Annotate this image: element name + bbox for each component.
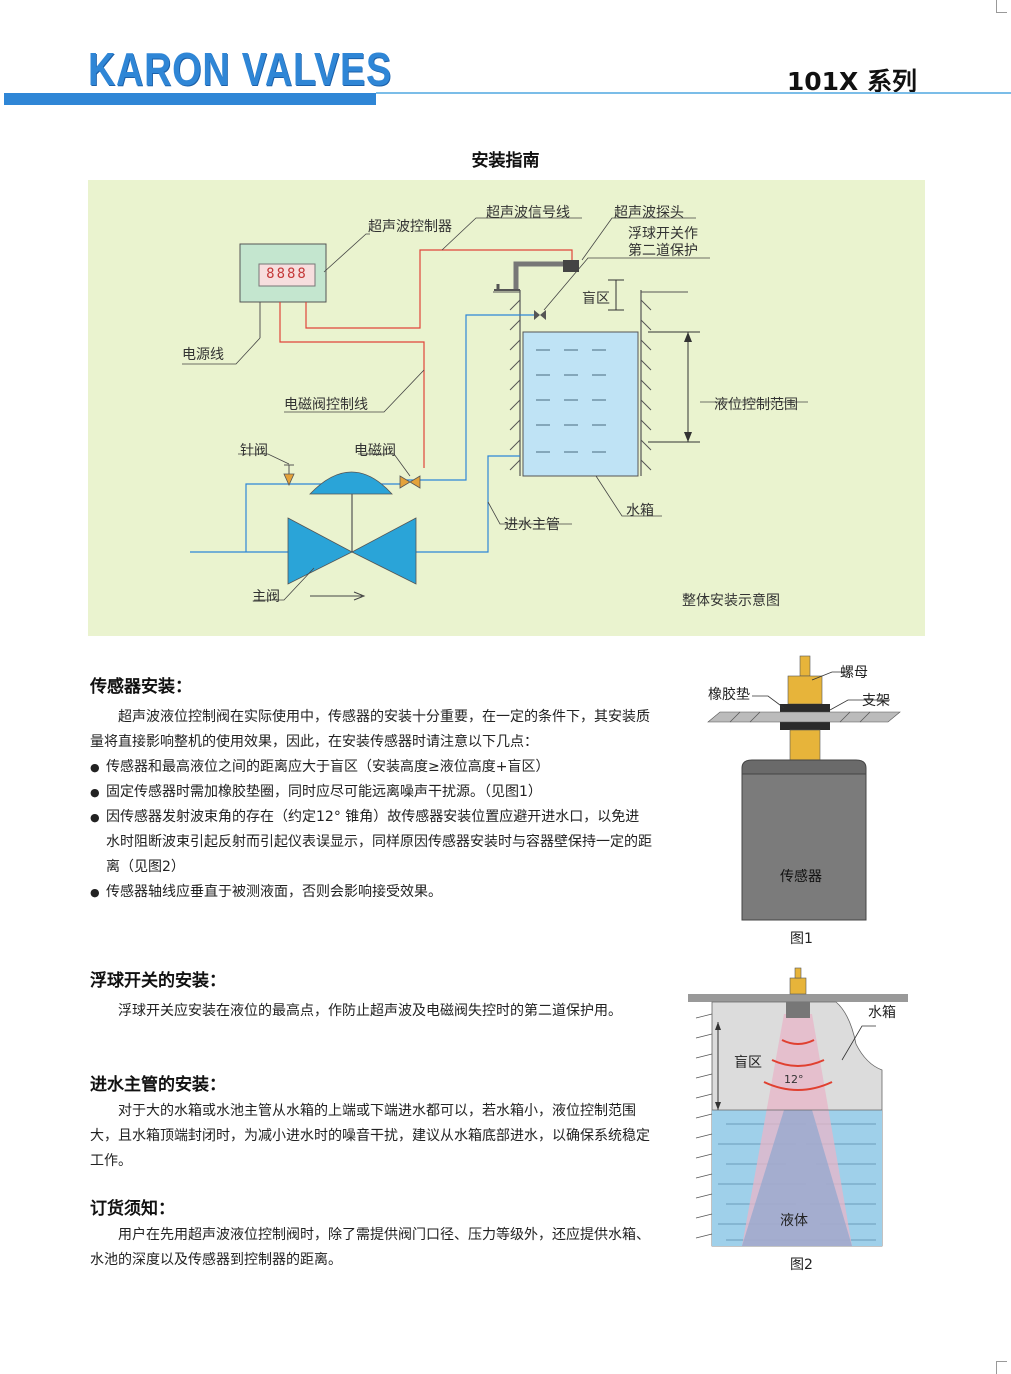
fig2-label-angle: 12° bbox=[784, 1073, 804, 1086]
fig1-label-rubber: 橡胶垫 bbox=[708, 687, 750, 703]
installation-schematic bbox=[182, 217, 808, 601]
diagram-label-main-valve: 主阀 bbox=[252, 589, 280, 605]
diagram-label-probe: 超声波探头 bbox=[614, 205, 684, 221]
diagram-label-solenoid-line: 电磁阀控制线 bbox=[284, 397, 368, 413]
figure-2: 水箱 盲区 12° 液体 图2 bbox=[686, 964, 908, 1274]
sensor-bullet: 因传感器发射波束角的存在（约定12° 锥角）故传感器安装位置应避开进水口，以免进… bbox=[90, 805, 652, 880]
controller-display bbox=[258, 263, 316, 287]
fig1-label-bracket: 支架 bbox=[862, 693, 890, 709]
float-switch-line2: 第二道保护 bbox=[628, 243, 698, 259]
section-order-text: 用户在先用超声波液位控制阀时，除了需提供阀门口径、压力等级外，还应提供水箱、水池… bbox=[90, 1227, 650, 1268]
sensor-bullet: 传感器轴线应垂直于被测液面，否则会影响接受效果。 bbox=[90, 880, 652, 905]
diagram-label-solenoid-valve: 电磁阀 bbox=[354, 443, 396, 459]
diagram-label-inlet-pipe: 进水主管 bbox=[504, 517, 560, 533]
header-bar bbox=[4, 93, 376, 105]
diagram-label-tank: 水箱 bbox=[626, 503, 654, 519]
beam-angle-drawing bbox=[688, 967, 908, 1247]
fig1-caption: 图1 bbox=[790, 931, 813, 947]
section-float: 浮球开关的安装： 浮球开关应安装在液位的最高点，作防止超声波及电磁阀失控时的第二… bbox=[90, 966, 652, 1024]
diagram-label-needle-valve: 针阀 bbox=[240, 443, 268, 459]
diagram-label-power-line: 电源线 bbox=[182, 347, 224, 363]
installation-diagram: 超声波控制器 超声波信号线 超声波探头 浮球开关作 第二道保护 盲区 8888 … bbox=[88, 180, 925, 636]
section-sensor-intro: 超声波液位控制阀在实际使用中，传感器的安装十分重要，在一定的条件下，其安装质量将… bbox=[90, 709, 650, 750]
sensor-bullet: 传感器和最高液位之间的距离应大于盲区（安装高度≥液位高度+盲区） bbox=[90, 755, 652, 780]
diagram-label-float-switch: 浮球开关作 第二道保护 bbox=[628, 226, 698, 260]
section-order: 订货须知： 用户在先用超声波液位控制阀时，除了需提供阀门口径、压力等级外，还应提… bbox=[90, 1194, 652, 1273]
series-title: 101X 系列 bbox=[786, 67, 917, 96]
page-title: 安装指南 bbox=[471, 151, 540, 171]
section-inlet-text: 对于大的水箱或水池主管从水箱的上端或下端进水都可以，若水箱小，液位控制范围大，且… bbox=[90, 1103, 650, 1169]
section-float-title: 浮球开关的安装： bbox=[90, 971, 226, 991]
diagram-label-controller: 超声波控制器 bbox=[368, 219, 452, 235]
header-rule bbox=[376, 92, 1011, 94]
section-sensor: 传感器安装： 超声波液位控制阀在实际使用中，传感器的安装十分重要，在一定的条件下… bbox=[90, 672, 652, 905]
sensor-bullet: 固定传感器时需加橡胶垫圈，同时应尽可能远离噪声干扰源。（见图1） bbox=[90, 780, 652, 805]
brand-logo: KARON VALVES bbox=[88, 43, 392, 95]
section-inlet-title: 进水主管的安装： bbox=[90, 1075, 226, 1095]
float-switch-line1: 浮球开关作 bbox=[628, 226, 698, 242]
figure-1: 螺母 橡胶垫 支架 传感器 图1 bbox=[700, 650, 910, 950]
section-float-text: 浮球开关应安装在液位的最高点，作防止超声波及电磁阀失控时的第二道保护用。 bbox=[118, 1003, 622, 1019]
fig2-caption: 图2 bbox=[790, 1257, 813, 1273]
sensor-mount-drawing bbox=[707, 655, 901, 921]
crop-mark-top bbox=[996, 0, 1007, 13]
crop-mark-bottom bbox=[996, 1361, 1007, 1374]
diagram-caption: 整体安装示意图 bbox=[682, 593, 780, 609]
fig2-label-tank: 水箱 bbox=[868, 1005, 896, 1021]
tank-water bbox=[522, 331, 639, 477]
diagram-label-signal-line: 超声波信号线 bbox=[486, 205, 570, 221]
fig1-label-sensor: 传感器 bbox=[780, 869, 822, 885]
fig2-label-liquid: 液体 bbox=[780, 1213, 808, 1229]
diagram-label-level-range: 液位控制范围 bbox=[714, 397, 798, 413]
header-bar-end bbox=[366, 93, 376, 105]
section-inlet: 进水主管的安装： 对于大的水箱或水池主管从水箱的上端或下端进水都可以，若水箱小，… bbox=[90, 1070, 652, 1174]
sensor-bullet-list: 传感器和最高液位之间的距离应大于盲区（安装高度≥液位高度+盲区） 固定传感器时需… bbox=[90, 755, 652, 905]
diagram-label-blind-zone: 盲区 bbox=[582, 291, 610, 307]
section-sensor-title: 传感器安装： bbox=[90, 677, 192, 697]
section-order-title: 订货须知： bbox=[90, 1199, 175, 1219]
controller-display-digits: 8888 bbox=[266, 266, 308, 282]
fig1-label-nut: 螺母 bbox=[840, 665, 868, 681]
fig2-label-blind: 盲区 bbox=[734, 1055, 762, 1071]
